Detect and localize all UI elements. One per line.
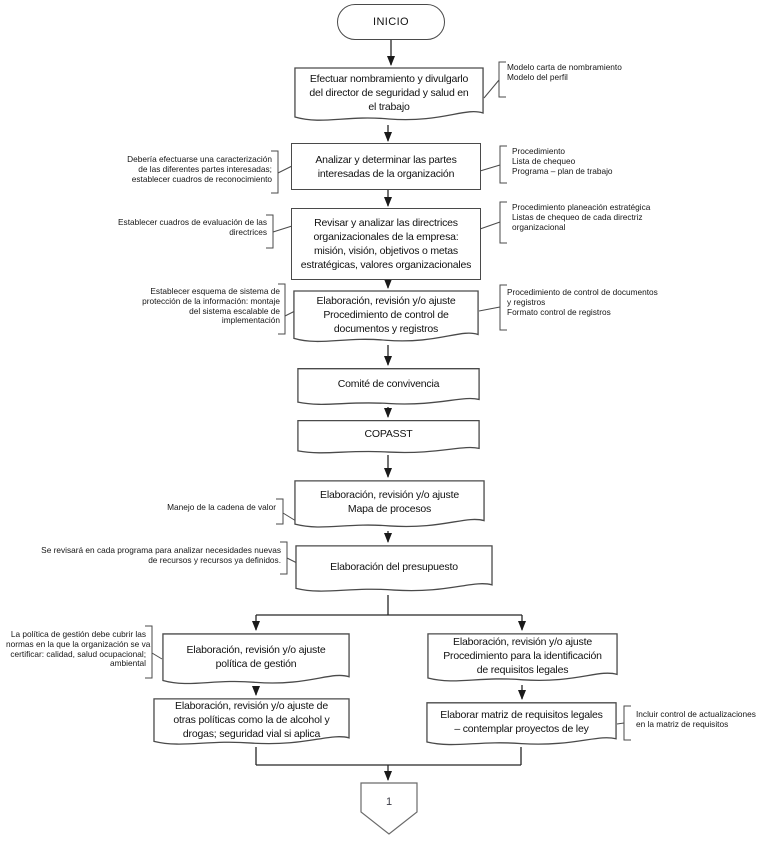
node-label: Elaborar matriz de requisitos legales – … bbox=[440, 708, 603, 735]
annotation-left-politica: La política de gestión debe cubrir las n… bbox=[6, 629, 151, 669]
offpage-connector-label: 1 bbox=[385, 796, 393, 808]
bracket-right-control-documentos bbox=[499, 284, 507, 331]
bracket-right-matriz bbox=[623, 705, 631, 741]
node-label: INICIO bbox=[372, 16, 409, 28]
node-label: COPASST bbox=[364, 428, 413, 440]
annotation-right-matriz: Incluir control de actualizaciones en la… bbox=[636, 709, 756, 729]
annotation-left-control-documentos: Establecer esquema de sistema de protecc… bbox=[142, 286, 280, 326]
annotation-left-presupuesto: Se revisará en cada programa para analiz… bbox=[41, 545, 281, 565]
node-identificacion-requisitos: Elaboración, revisión y/o ajuste Procedi… bbox=[427, 633, 618, 687]
document-shape bbox=[153, 698, 350, 750]
node-directrices: Revisar y analizar las directrices organ… bbox=[291, 208, 481, 280]
bracket-left-directrices bbox=[266, 214, 274, 249]
bracket-left-control-documentos bbox=[278, 283, 286, 335]
document-shape bbox=[426, 702, 617, 750]
document-shape bbox=[295, 545, 493, 597]
annotation-right-nombramiento: Modelo carta de nombramiento Modelo del … bbox=[507, 62, 622, 82]
document-shape bbox=[297, 420, 480, 457]
node-label: Elaboración del presupuesto bbox=[330, 560, 458, 573]
node-politica-gestion: Elaboración, revisión y/o ajuste polític… bbox=[162, 633, 350, 690]
document-shape bbox=[293, 290, 479, 348]
node-matriz-requisitos: Elaborar matriz de requisitos legales – … bbox=[426, 702, 617, 750]
node-control-documentos: Elaboración, revisión y/o ajuste Procedi… bbox=[293, 290, 479, 348]
node-mapa-procesos: Elaboración, revisión y/o ajuste Mapa de… bbox=[294, 480, 485, 533]
node-comite-convivencia: Comité de convivencia bbox=[297, 368, 480, 409]
node-inicio: INICIO bbox=[337, 4, 445, 40]
node-label: Analizar y determinar las partes interes… bbox=[315, 153, 457, 180]
node-presupuesto: Elaboración del presupuesto bbox=[295, 545, 493, 597]
node-label: Elaboración, revisión y/o ajuste polític… bbox=[186, 644, 326, 670]
annotation-left-directrices: Establecer cuadros de evaluación de las … bbox=[118, 217, 267, 237]
annotation-right-directrices: Procedimiento planeación estratégica Lis… bbox=[512, 202, 651, 232]
document-shape bbox=[427, 633, 618, 687]
node-partes-interesadas: Analizar y determinar las partes interes… bbox=[291, 143, 481, 190]
bracket-right-nombramiento bbox=[498, 61, 506, 98]
node-label: Elaboración, revisión y/o ajuste Mapa de… bbox=[320, 489, 459, 515]
node-label: Revisar y analizar las directrices organ… bbox=[300, 217, 472, 271]
node-otras-politicas: Elaboración, revisión y/o ajuste de otra… bbox=[153, 698, 350, 750]
annotation-right-partes: Procedimiento Lista de chequeo Programa … bbox=[512, 146, 613, 176]
annotation-right-control-documentos: Procedimiento de control de documentos y… bbox=[507, 287, 658, 317]
node-label: Comité de convivencia bbox=[337, 378, 440, 390]
node-label: Elaboración, revisión y/o ajuste de otra… bbox=[173, 699, 330, 740]
node-label: Elaboración, revisión y/o ajuste Procedi… bbox=[443, 635, 602, 676]
bracket-left-politica bbox=[145, 625, 153, 679]
flow-arrows bbox=[252, 40, 526, 781]
bracket-left-partes bbox=[271, 150, 279, 194]
node-nombramiento: Efectuar nombramiento y divulgarlo del d… bbox=[294, 67, 484, 127]
annotation-brackets bbox=[145, 61, 631, 741]
bracket-right-directrices bbox=[499, 201, 507, 244]
document-shape bbox=[294, 67, 484, 127]
node-label: Efectuar nombramiento y divulgarlo del d… bbox=[309, 72, 469, 113]
offpage-connector-shape bbox=[360, 782, 418, 835]
node-label: Elaboración, revisión y/o ajuste Procedi… bbox=[316, 294, 456, 335]
document-shape bbox=[297, 368, 480, 409]
document-shape bbox=[162, 633, 350, 690]
bracket-left-mapa bbox=[276, 498, 284, 525]
annotation-left-partes: Debería efectuarse una caracterización d… bbox=[127, 154, 272, 184]
bracket-left-presupuesto bbox=[280, 541, 288, 575]
annotation-left-mapa: Manejo de la cadena de valor bbox=[167, 502, 276, 512]
bracket-right-partes bbox=[499, 145, 507, 184]
document-shape bbox=[294, 480, 485, 533]
node-copasst: COPASST bbox=[297, 420, 480, 457]
